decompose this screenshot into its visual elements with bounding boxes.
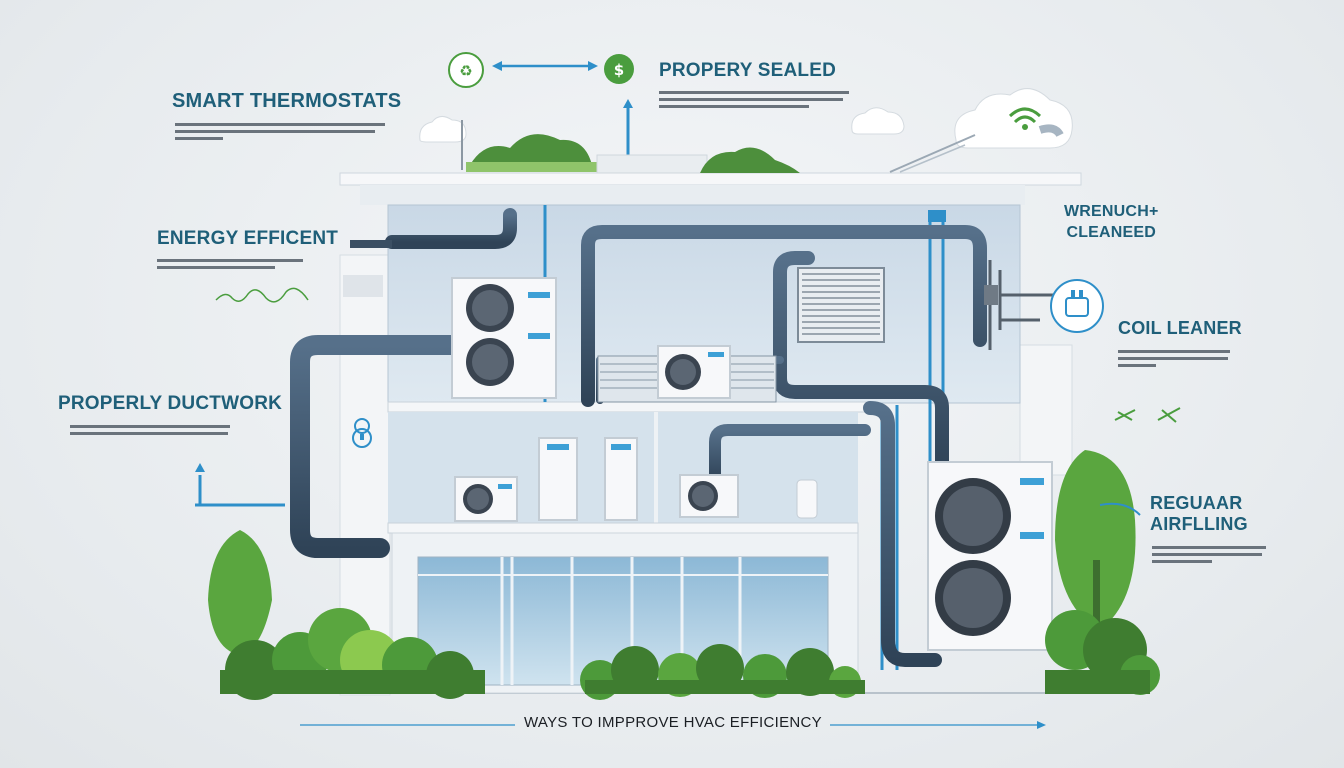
label-smart-thermostats: SMART THERMOSTATS [172,90,402,112]
trees-left [208,530,485,700]
ac-unit-middle [657,345,731,399]
label-energy-efficient: ENERGY EFFICENT [157,228,339,249]
blurb-coil-leaner [1118,347,1236,379]
leaf-icon: ♻ [448,52,484,88]
label-regular-airflow: REGUAAR AIRFLLING [1150,494,1248,534]
label-properly-ductwork: PROPERLY DUCTWORK [58,393,283,414]
ac-unit-upper [451,277,557,399]
ac-unit-small-right [679,474,739,518]
blurb-propery-sealed [659,88,854,120]
label-coil-leaner: COIL LEANER [1118,318,1242,338]
wrench-icon [1114,407,1181,423]
wifi-icon [1008,107,1042,130]
blurb-smart-thermostats [175,120,390,152]
svg-text:$: $ [614,61,624,79]
label-wrench-line1: WRENUCH+ [1064,203,1159,220]
blurb-regular-airflow [1152,543,1270,575]
ac-unit-small-left [454,476,518,522]
dollar-icon: $ [604,54,634,84]
plug-icon [1050,279,1104,333]
label-reguar-line2: AIRFLLING [1150,513,1248,534]
svg-text:♻: ♻ [459,62,472,80]
footer-title: WAYS TO IMPPROVE HVAC EFFICIENCY [524,714,822,731]
lock-icon [352,418,372,448]
blurb-properly-ductwork [70,422,235,442]
ac-unit-outdoor [927,461,1053,651]
trees-right [1045,450,1160,695]
label-propery-sealed: PROPERY SEALED [659,60,837,81]
label-wrench-cleaned: WRENUCH+ CLEANEED [1064,203,1159,242]
label-reguar-line1: REGUAAR [1150,493,1243,513]
label-wrench-line2: CLEANEED [1066,223,1157,241]
double-arrow-icon [492,61,598,71]
blurb-energy-efficient [157,256,307,276]
bushes-middle [580,644,865,700]
